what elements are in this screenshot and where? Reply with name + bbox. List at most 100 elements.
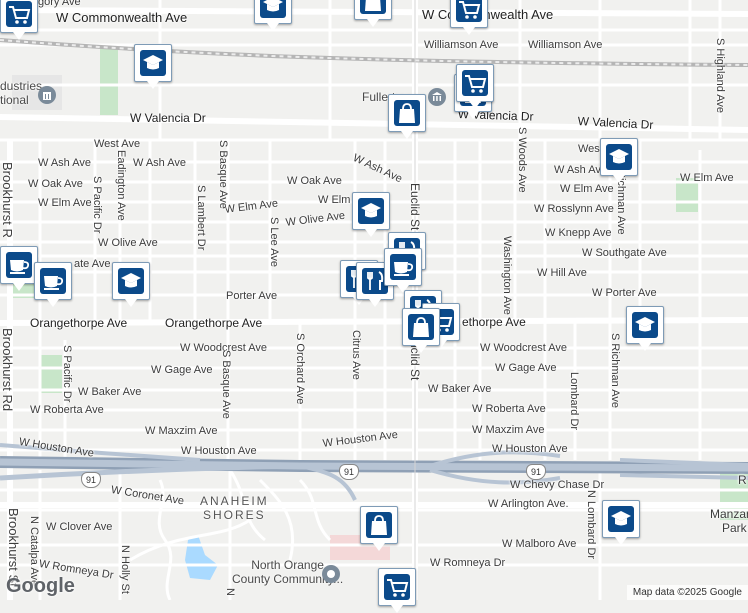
street-label: W Baker Ave xyxy=(428,383,492,395)
map-pin-education[interactable] xyxy=(254,0,292,31)
map-pin-shopping[interactable] xyxy=(354,0,392,27)
street-label: W Valencia Dr xyxy=(577,114,654,132)
street-label: N Holly St xyxy=(119,545,131,594)
street-label: S Orchard Ave xyxy=(294,333,306,405)
street-label: S Highland Ave xyxy=(714,38,726,114)
school-icon[interactable] xyxy=(322,565,340,583)
map-pin-cafe[interactable] xyxy=(0,246,38,291)
poi-label: Manzan xyxy=(710,507,748,521)
shopping-bag-icon xyxy=(407,313,435,341)
area-label-line: ANAHEIM xyxy=(200,494,269,508)
street-label: Citrus Ave xyxy=(350,330,362,380)
map-pin-cafe[interactable] xyxy=(34,262,72,307)
map-pin-shopping[interactable] xyxy=(402,308,440,353)
street-label: N Lombard Dr xyxy=(585,490,597,560)
street-label: Williamson Ave xyxy=(528,39,603,51)
street-label: Williamson Ave xyxy=(424,39,499,51)
map-pin-education[interactable] xyxy=(352,192,390,237)
street-label: Brookhurst R xyxy=(0,162,15,238)
map-attribution[interactable]: Map data ©2025 Google xyxy=(626,585,748,600)
area-label: ANAHEIM SHORES xyxy=(200,494,269,522)
park-area xyxy=(40,355,62,393)
street-label: Porter Ave xyxy=(226,290,278,302)
shopping-bag-icon xyxy=(359,0,387,15)
street-label: W Romneya Dr xyxy=(430,557,506,569)
shopping-cart-icon xyxy=(383,573,411,601)
park-area xyxy=(100,45,118,115)
street-label: W Woodcrest Ave xyxy=(180,342,268,354)
map-pin-education[interactable] xyxy=(602,500,640,545)
google-logo: Google xyxy=(6,575,75,597)
street-label: W Rosslynn Ave xyxy=(534,203,614,215)
map-pin-education[interactable] xyxy=(112,262,150,307)
street-label: W Houston Ave xyxy=(492,443,568,455)
map-pin-shopping[interactable] xyxy=(360,506,398,551)
street-label: W Roberta Ave xyxy=(30,404,104,416)
poi-label-line: North Orange xyxy=(251,558,324,572)
map-pin-education[interactable] xyxy=(626,306,664,351)
street-label: W Gage Ave xyxy=(151,364,213,376)
highway-shield: 91 xyxy=(339,464,359,480)
street-label: S Pacific Dr xyxy=(61,345,73,403)
building-icon[interactable] xyxy=(38,86,56,104)
graduation-cap-icon xyxy=(631,311,659,339)
highway-shield: 91 xyxy=(526,464,546,480)
street-label: Orangethorpe Ave xyxy=(30,316,128,330)
street-label: W Oak Ave xyxy=(28,178,83,190)
street-label: S Pacific Dr xyxy=(91,176,103,234)
shopping-cart-icon xyxy=(5,0,33,28)
coffee-cup-icon xyxy=(39,267,67,295)
street-label: W Southgate Ave xyxy=(582,247,667,259)
street-label: W Gage Ave xyxy=(495,362,557,374)
freeway-91 xyxy=(0,443,748,501)
map-pin-shopping[interactable] xyxy=(378,568,416,613)
street-label: S Richman Ave xyxy=(609,333,621,409)
street-label: N xyxy=(224,588,236,596)
map-pin-education[interactable] xyxy=(600,138,638,183)
street-label: W Commonwealth Ave xyxy=(56,10,188,25)
map-pin-shopping[interactable] xyxy=(0,0,38,40)
graduation-cap-icon xyxy=(139,49,167,77)
poi-label-line: tional xyxy=(0,93,29,107)
street-label: W Elm Ave xyxy=(680,172,734,184)
poi-label: Park xyxy=(722,521,747,535)
map-pin-shopping[interactable] xyxy=(456,64,494,109)
street-label: ate Ave xyxy=(74,258,111,270)
street-label: W Ash Ave xyxy=(133,157,186,169)
street-label: W Valencia Dr xyxy=(130,111,206,125)
coffee-cup-icon xyxy=(389,253,417,281)
street-label: ethorpe Ave xyxy=(462,315,526,329)
map-pin-cafe[interactable] xyxy=(384,248,422,293)
map-pin-education[interactable] xyxy=(134,44,172,89)
map-pin-shopping[interactable] xyxy=(388,94,426,139)
street-label: W Elm Ave xyxy=(560,183,614,195)
street-label: Lombard Dr xyxy=(568,372,580,431)
graduation-cap-icon xyxy=(605,143,633,171)
graduation-cap-icon xyxy=(607,505,635,533)
area-label-line: SHORES xyxy=(203,508,266,522)
street-label: Euclid St xyxy=(408,183,422,231)
street-label: W Houston Ave xyxy=(181,445,257,457)
shopping-bag-icon xyxy=(365,511,393,539)
street-label: W Oak Ave xyxy=(287,175,342,187)
shopping-bag-icon xyxy=(393,99,421,127)
street-label: Brookhurst Rd xyxy=(0,328,15,412)
street-label: Eadington Ave xyxy=(115,150,127,221)
map-canvas[interactable] xyxy=(0,0,748,600)
graduation-cap-icon xyxy=(259,0,287,19)
map-pin-shopping[interactable] xyxy=(450,0,488,35)
poi-label: R xyxy=(738,473,747,487)
street-label: Orangethorpe Ave xyxy=(165,316,263,330)
street-label: S Basque Ave xyxy=(217,140,229,209)
museum-icon[interactable] xyxy=(428,88,446,106)
street-label: W Olive Ave xyxy=(98,237,158,249)
street-label: S Woods Ave xyxy=(516,127,528,193)
street-label: W Hill Ave xyxy=(537,267,587,279)
street-label: gory Ave xyxy=(38,0,81,8)
restaurant-icon xyxy=(361,267,389,295)
street-label: S Lee Ave xyxy=(268,217,280,267)
graduation-cap-icon xyxy=(357,197,385,225)
street-label: W Maxzim Ave xyxy=(472,424,545,436)
railroad xyxy=(0,38,748,67)
shopping-cart-icon xyxy=(461,69,489,97)
